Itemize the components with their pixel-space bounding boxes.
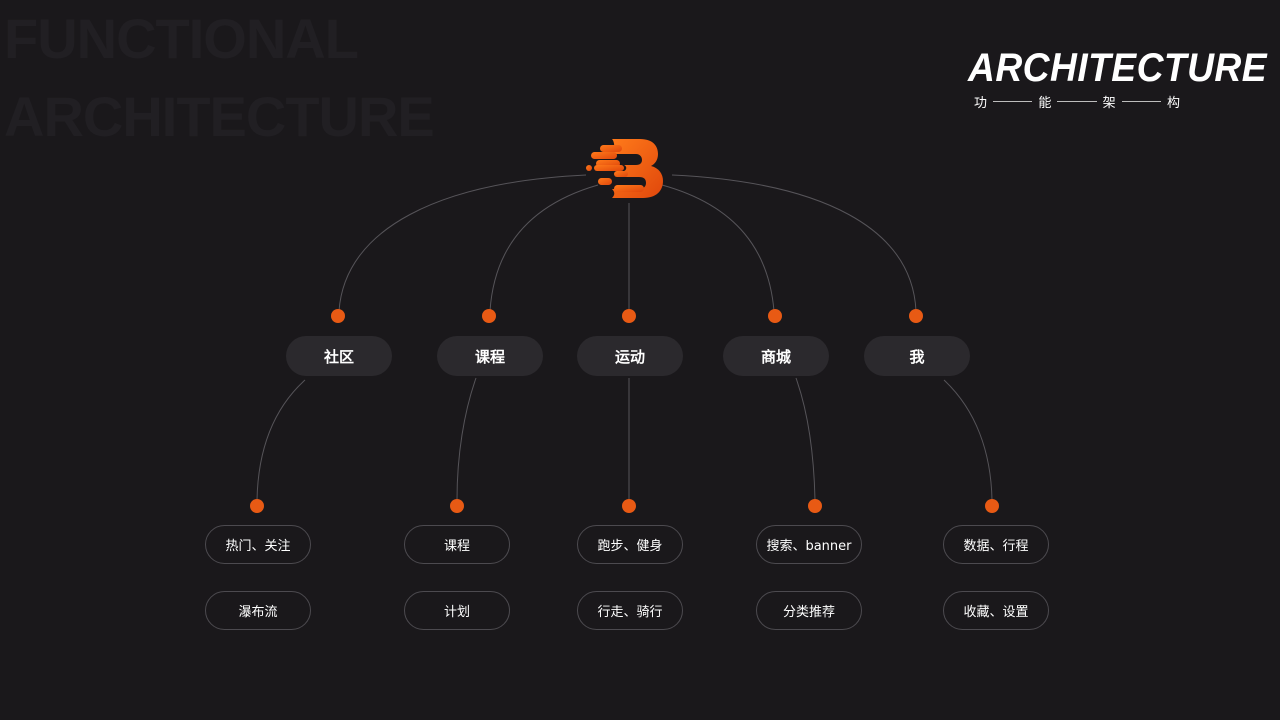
feature-label: 热门、关注 <box>225 539 291 554</box>
feature-node[interactable]: 计划 <box>404 591 510 630</box>
b-speed-logo-icon <box>584 137 664 201</box>
feature-label: 分类推荐 <box>782 605 835 620</box>
connector-root-to-商城 <box>661 184 775 312</box>
connector-dot <box>909 309 923 323</box>
connector-root-to-社区 <box>338 174 587 312</box>
background-title: FUNCTIONAL ARCHITECTURE <box>4 0 435 156</box>
connector-dot <box>622 309 636 323</box>
brand-subtitle-divider <box>1057 101 1097 102</box>
connector-root-to-课程 <box>489 184 599 312</box>
connector-dot <box>331 309 345 323</box>
brand-subtitle-char: 架 <box>1102 96 1116 111</box>
feature-node[interactable]: 热门、关注 <box>205 525 311 564</box>
category-node-sports[interactable]: 运动 <box>577 336 683 376</box>
feature-node[interactable]: 瀑布流 <box>205 591 311 630</box>
category-node-mall[interactable]: 商城 <box>723 336 829 376</box>
connector-dot <box>808 499 822 513</box>
brand-subtitle: 功 能 架 构 <box>968 92 1180 111</box>
connector-dot <box>622 499 636 513</box>
brand-subtitle-char: 能 <box>1038 96 1052 111</box>
feature-label: 瀑布流 <box>238 605 278 620</box>
connector-课程-to-items <box>456 377 477 501</box>
feature-label: 搜索、banner <box>766 539 852 554</box>
connector-dot <box>768 309 782 323</box>
feature-node[interactable]: 分类推荐 <box>756 591 862 630</box>
feature-label: 跑步、健身 <box>597 539 663 554</box>
feature-label: 行走、骑行 <box>597 605 663 620</box>
feature-label: 课程 <box>443 539 470 554</box>
feature-label: 数据、行程 <box>963 539 1029 554</box>
feature-node[interactable]: 数据、行程 <box>943 525 1049 564</box>
category-label: 社区 <box>323 347 354 366</box>
brand-header: ARCHITECTURE 功 能 架 构 <box>968 44 1267 111</box>
category-node-courses[interactable]: 课程 <box>437 336 543 376</box>
connector-我-to-items <box>943 379 993 501</box>
connector-社区-to-items <box>256 379 306 501</box>
feature-node[interactable]: 跑步、健身 <box>577 525 683 564</box>
feature-node[interactable]: 搜索、banner <box>756 525 862 564</box>
connector-dot <box>250 499 264 513</box>
background-title-line-1: FUNCTIONAL <box>4 7 359 70</box>
category-node-community[interactable]: 社区 <box>286 336 392 376</box>
category-node-me[interactable]: 我 <box>864 336 970 376</box>
background-title-line-2: ARCHITECTURE <box>4 85 435 148</box>
brand-subtitle-divider <box>1121 101 1161 102</box>
feature-label: 收藏、设置 <box>963 605 1029 620</box>
connector-商城-to-items <box>795 377 816 501</box>
brand-subtitle-divider <box>993 101 1033 102</box>
feature-node[interactable]: 行走、骑行 <box>577 591 683 630</box>
category-label: 商城 <box>760 347 791 366</box>
connector-dot <box>985 499 999 513</box>
feature-label: 计划 <box>443 605 470 620</box>
connector-dot <box>482 309 496 323</box>
feature-node[interactable]: 收藏、设置 <box>943 591 1049 630</box>
feature-node[interactable]: 课程 <box>404 525 510 564</box>
connector-root-to-我 <box>671 174 917 312</box>
brand-subtitle-char: 功 <box>974 96 988 111</box>
connector-dot <box>450 499 464 513</box>
brand-subtitle-char: 构 <box>1166 96 1180 111</box>
category-label: 课程 <box>474 347 505 366</box>
category-label: 我 <box>909 347 925 366</box>
category-label: 运动 <box>614 347 645 366</box>
